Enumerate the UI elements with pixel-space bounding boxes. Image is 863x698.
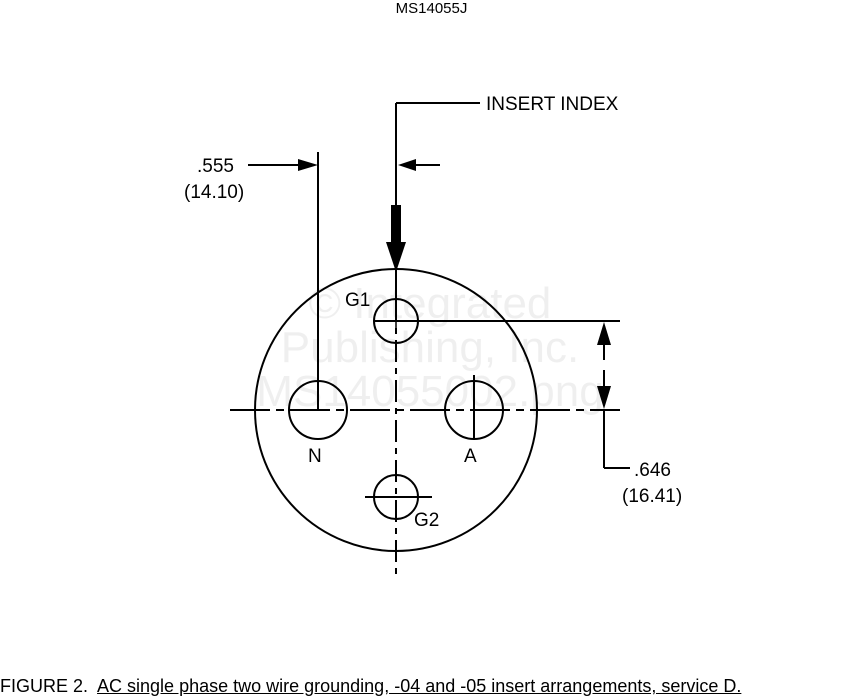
- center-crosses: [389, 314, 403, 498]
- insert-index-label: INSERT INDEX: [486, 94, 619, 115]
- figure-label: FIGURE 2.: [0, 676, 89, 696]
- dim-555-mm: (14.10): [184, 182, 244, 203]
- svg-text:© Integrated: © Integrated: [309, 279, 552, 328]
- dim-646-inch: .646: [634, 460, 671, 481]
- contact-n-label: N: [308, 446, 322, 467]
- dim-555-inch: .555: [197, 156, 234, 177]
- svg-text:Publishing, Inc.: Publishing, Inc.: [281, 323, 579, 372]
- figure-caption: FIGURE 2. AC single phase two wire groun…: [0, 676, 741, 697]
- watermark: © Integrated Publishing, Inc. MS14055002…: [256, 279, 603, 416]
- svg-text:MS14055002.png: MS14055002.png: [256, 367, 603, 416]
- figure-caption-text: AC single phase two wire grounding, -04 …: [97, 676, 742, 696]
- contact-g1-label: G1: [345, 290, 370, 311]
- document-number: MS14055J: [395, 0, 468, 17]
- dim-646-mm: (16.41): [622, 486, 682, 507]
- dimension-arrows: [298, 159, 611, 409]
- contact-g2-label: G2: [414, 510, 439, 531]
- contact-a-label: A: [464, 446, 477, 467]
